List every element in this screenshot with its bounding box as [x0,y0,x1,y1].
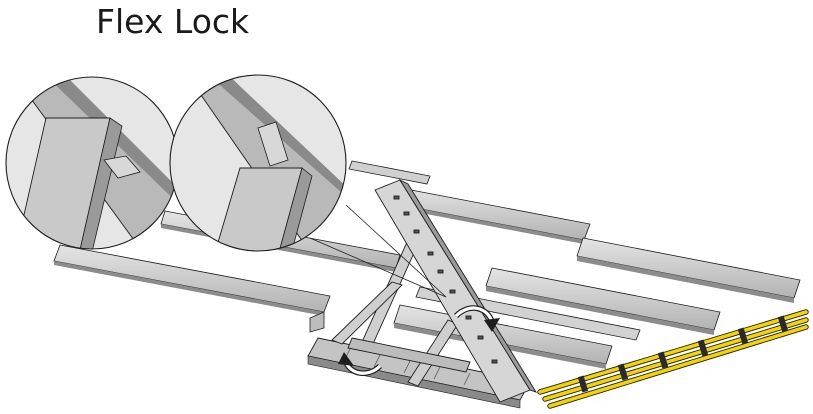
yellow-cable-bundle [537,309,809,409]
callout-lines [309,204,447,298]
curved-arrow-counterclockwise-icon [338,352,382,376]
detail-circle-left [5,76,179,250]
curved-arrow-clockwise-icon [454,305,500,332]
rail-mid-left [53,244,331,333]
support-frame [331,178,538,403]
detail-circle-right [169,74,347,252]
diagram-title: Flex Lock [96,2,250,41]
rail-right-2 [485,267,721,335]
rail-right-1 [576,237,801,303]
rail-far-top [348,160,591,244]
